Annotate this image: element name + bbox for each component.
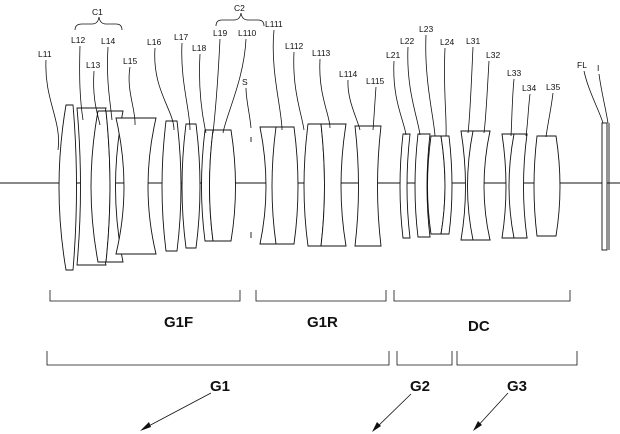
lens-L34 bbox=[508, 133, 528, 239]
cemented-brace-C2 bbox=[215, 12, 265, 27]
label-L113: L113 bbox=[312, 48, 331, 58]
lens-L17 bbox=[181, 123, 201, 249]
label-L33: L33 bbox=[507, 68, 521, 78]
label-S: S bbox=[242, 77, 248, 87]
arrow-G1 bbox=[142, 392, 212, 430]
label-L12: L12 bbox=[71, 35, 85, 45]
lens-elements bbox=[58, 104, 610, 271]
label-L16: L16 bbox=[147, 37, 161, 47]
label-L24: L24 bbox=[440, 37, 454, 47]
label-C2: C2 bbox=[234, 3, 245, 13]
label-L114: L114 bbox=[339, 69, 358, 79]
label-L23: L23 bbox=[419, 24, 433, 34]
label-L17: L17 bbox=[174, 32, 188, 42]
label-L13: L13 bbox=[86, 60, 100, 70]
label-L19: L19 bbox=[213, 28, 227, 38]
lens-L110 bbox=[209, 129, 236, 242]
label-L18: L18 bbox=[192, 43, 206, 53]
bracket-G1F bbox=[49, 290, 241, 302]
lens-L23 bbox=[427, 135, 446, 235]
lens-L32 bbox=[467, 130, 491, 241]
label-L31: L31 bbox=[466, 36, 480, 46]
label-FL: FL bbox=[577, 60, 587, 70]
label-G2: G2 bbox=[410, 378, 430, 395]
lens-L14 bbox=[105, 110, 124, 263]
label-L22: L22 bbox=[400, 36, 414, 46]
bracket-G2 bbox=[396, 351, 453, 366]
lens-L114 bbox=[320, 123, 347, 247]
label-L15: L15 bbox=[123, 56, 137, 66]
arrowhead-G2 bbox=[372, 422, 381, 432]
label-L35: L35 bbox=[546, 82, 560, 92]
label-L111: L111 bbox=[265, 19, 283, 29]
movement-arrows bbox=[140, 392, 509, 432]
lens-L35 bbox=[533, 135, 561, 237]
label-G3: G3 bbox=[507, 378, 527, 395]
group-brackets bbox=[46, 351, 578, 366]
label-L14: L14 bbox=[101, 36, 115, 46]
lens-L113 bbox=[303, 123, 325, 247]
label-C1: C1 bbox=[92, 7, 103, 17]
lens-L112 bbox=[271, 126, 299, 245]
label-I: I bbox=[597, 63, 599, 73]
bracket-G1 bbox=[46, 351, 390, 366]
lens-L21 bbox=[399, 133, 411, 239]
label-L115: L115 bbox=[366, 76, 385, 86]
lens-labels: C1 C2 L11 L12 L13 L14 L15 L16 L17 L18 L1… bbox=[38, 3, 599, 93]
bracket-G1R bbox=[255, 290, 387, 302]
leader-lines bbox=[45, 29, 609, 151]
label-L32: L32 bbox=[486, 50, 500, 60]
label-L110: L110 bbox=[238, 28, 257, 38]
arrow-G3 bbox=[475, 392, 509, 429]
lens-L115 bbox=[354, 125, 382, 247]
bracket-DC bbox=[393, 290, 571, 302]
label-L34: L34 bbox=[522, 83, 536, 93]
arrowhead-G1 bbox=[140, 422, 151, 431]
label-G1R: G1R bbox=[307, 314, 338, 331]
lens-L15 bbox=[115, 117, 157, 255]
lens-L24 bbox=[440, 135, 453, 235]
arrow-G2 bbox=[374, 393, 412, 430]
label-L112: L112 bbox=[285, 41, 304, 51]
label-DC: DC bbox=[468, 318, 490, 335]
filter-FL bbox=[601, 122, 608, 251]
label-L11: L11 bbox=[38, 49, 52, 59]
cemented-brace-C1 bbox=[74, 16, 123, 31]
sub-group-brackets bbox=[49, 290, 571, 302]
arrowhead-G3 bbox=[473, 421, 482, 431]
label-G1: G1 bbox=[210, 378, 230, 395]
lens-L16 bbox=[161, 120, 182, 252]
bracket-G3 bbox=[456, 351, 578, 366]
lens-L22 bbox=[414, 133, 431, 238]
label-G1F: G1F bbox=[164, 314, 193, 331]
label-L21: L21 bbox=[386, 50, 400, 60]
lens-L11 bbox=[58, 104, 77, 271]
